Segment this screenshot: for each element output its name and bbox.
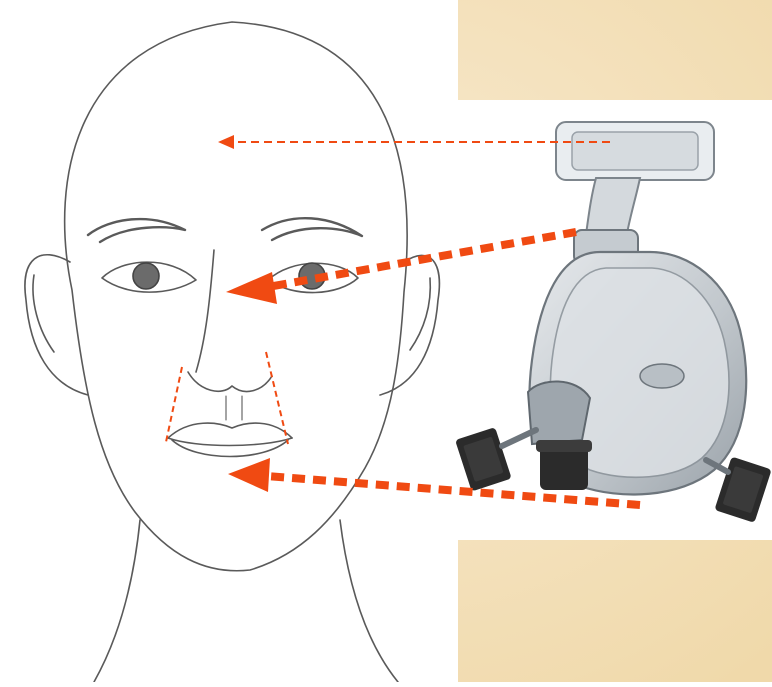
face-panel — [0, 0, 458, 682]
forehead-pad-inner — [572, 132, 698, 170]
hose-connector — [540, 446, 588, 490]
mask-elbow — [528, 381, 590, 444]
left-pupil — [133, 263, 159, 289]
mask-port — [640, 364, 684, 388]
hose-connector-collar — [536, 440, 592, 452]
